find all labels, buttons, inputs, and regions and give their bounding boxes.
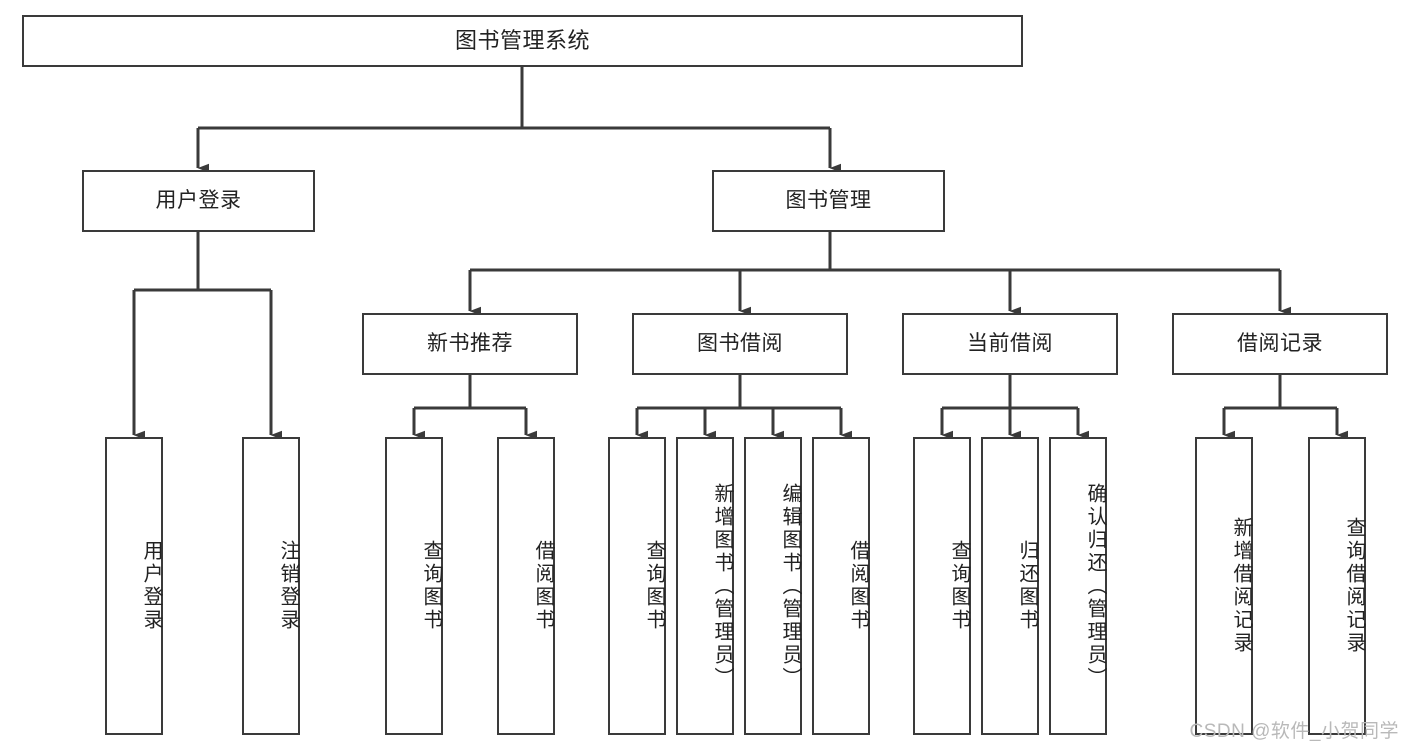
- node-current-borrow[interactable]: 当前借阅: [902, 313, 1118, 375]
- node-borrow-record[interactable]: 借阅记录: [1172, 313, 1388, 375]
- node-label: 注销登录: [277, 540, 299, 632]
- node-label: 图书管理: [785, 189, 872, 213]
- node-label: 新书推荐: [427, 332, 513, 356]
- leaf-book-borrow-edit-book-admin[interactable]: 编辑图书（管理员）: [744, 437, 802, 735]
- node-label: 借阅记录: [1237, 332, 1323, 356]
- node-label: 确认归还（管理员）: [1084, 482, 1106, 690]
- watermark: CSDN @软件_小贺同学: [1189, 721, 1399, 742]
- node-label: 用户登录: [155, 189, 242, 213]
- node-label: 借阅图书: [532, 540, 554, 632]
- node-label: 新增借阅记录: [1230, 517, 1252, 655]
- leaf-current-borrow-confirm-return-admin[interactable]: 确认归还（管理员）: [1049, 437, 1107, 735]
- leaf-book-borrow-add-book-admin[interactable]: 新增图书（管理员）: [676, 437, 734, 735]
- node-book-management[interactable]: 图书管理: [712, 170, 945, 232]
- leaf-new-book-query-book[interactable]: 查询图书: [385, 437, 443, 735]
- node-label: 查询图书: [420, 540, 442, 632]
- leaf-user-login-logout[interactable]: 注销登录: [242, 437, 300, 735]
- node-label: 查询借阅记录: [1343, 517, 1365, 655]
- node-new-book-recommend[interactable]: 新书推荐: [362, 313, 578, 375]
- node-label: 查询图书: [948, 540, 970, 632]
- node-label: 归还图书: [1016, 540, 1038, 632]
- node-book-borrow[interactable]: 图书借阅: [632, 313, 848, 375]
- node-label: 用户登录: [140, 540, 162, 632]
- node-label: 编辑图书（管理员）: [779, 482, 801, 690]
- node-label: 图书借阅: [697, 332, 783, 356]
- node-label: 新增图书（管理员）: [711, 482, 733, 690]
- leaf-book-borrow-borrow-book[interactable]: 借阅图书: [812, 437, 870, 735]
- node-user-login[interactable]: 用户登录: [82, 170, 315, 232]
- leaf-user-login-login[interactable]: 用户登录: [105, 437, 163, 735]
- leaf-current-borrow-query-book[interactable]: 查询图书: [913, 437, 971, 735]
- node-label: 查询图书: [643, 540, 665, 632]
- leaf-book-borrow-query-book[interactable]: 查询图书: [608, 437, 666, 735]
- leaf-current-borrow-return-book[interactable]: 归还图书: [981, 437, 1039, 735]
- leaf-borrow-record-add-record[interactable]: 新增借阅记录: [1195, 437, 1253, 735]
- node-label: 图书管理系统: [454, 27, 590, 53]
- leaf-new-book-borrow-book[interactable]: 借阅图书: [497, 437, 555, 735]
- node-label: 借阅图书: [847, 540, 869, 632]
- leaf-borrow-record-query-record[interactable]: 查询借阅记录: [1308, 437, 1366, 735]
- node-label: 当前借阅: [967, 332, 1053, 356]
- node-root-book-management-system[interactable]: 图书管理系统: [22, 15, 1023, 67]
